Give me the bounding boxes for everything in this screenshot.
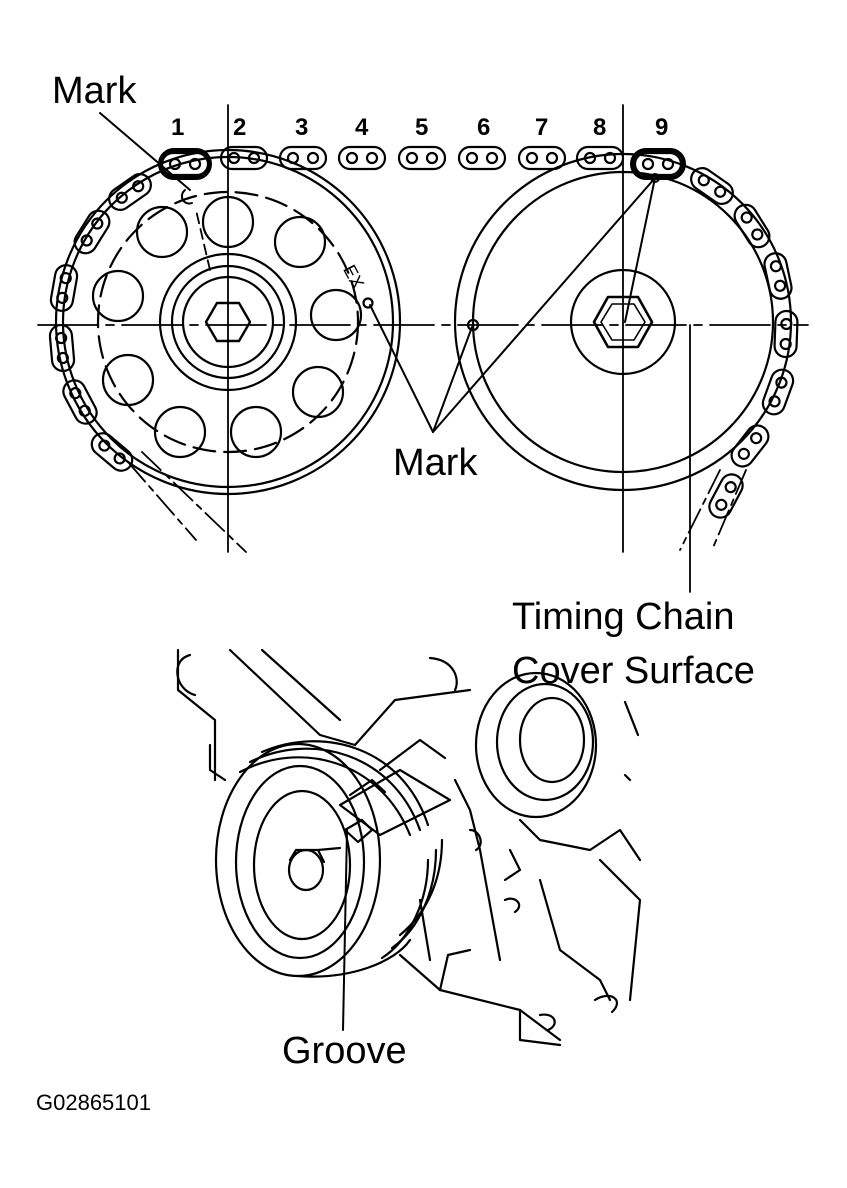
chain-link	[278, 145, 328, 171]
timing-chain-label-line2: Cover Surface	[512, 650, 755, 692]
chain-link	[690, 167, 734, 205]
link-number-1: 1	[171, 114, 185, 141]
chain-link	[49, 264, 79, 312]
link-number-5: 5	[415, 114, 429, 141]
chain-link	[90, 432, 134, 472]
link-number-2: 2	[233, 114, 247, 141]
link-number-9: 9	[655, 114, 669, 141]
chain-link	[48, 323, 76, 373]
chain-link	[633, 151, 683, 177]
chain-link	[517, 145, 567, 171]
crank-pulley-illustration	[176, 648, 642, 1047]
figure-code: G02865101	[36, 1090, 151, 1115]
chain-link	[708, 473, 744, 519]
chain-link	[733, 203, 771, 249]
chain-link	[773, 309, 799, 359]
mark-label-top: Mark	[52, 70, 137, 112]
chain-link	[62, 379, 98, 425]
link-number-4: 4	[355, 114, 369, 141]
link-number-6: 6	[477, 114, 491, 141]
timing-chain-label-line1: Timing Chain	[512, 596, 735, 638]
chain-link	[575, 145, 625, 171]
timing-chain	[48, 145, 799, 519]
center-lines	[37, 104, 809, 593]
link-number-8: 8	[593, 114, 607, 141]
chain-link	[73, 209, 111, 255]
chain-link	[108, 173, 152, 211]
leader-lines	[99, 112, 660, 1031]
groove-label: Groove	[282, 1030, 407, 1072]
chain-link	[337, 145, 387, 171]
link-number-3: 3	[295, 114, 309, 141]
chain-link	[457, 145, 507, 171]
mark-label-center: Mark	[393, 442, 478, 484]
chain-link	[763, 252, 793, 300]
link-number-7: 7	[535, 114, 549, 141]
chain-link	[761, 368, 795, 416]
chain-link	[219, 145, 269, 171]
chain-link	[397, 145, 447, 171]
chain-link	[730, 424, 770, 468]
